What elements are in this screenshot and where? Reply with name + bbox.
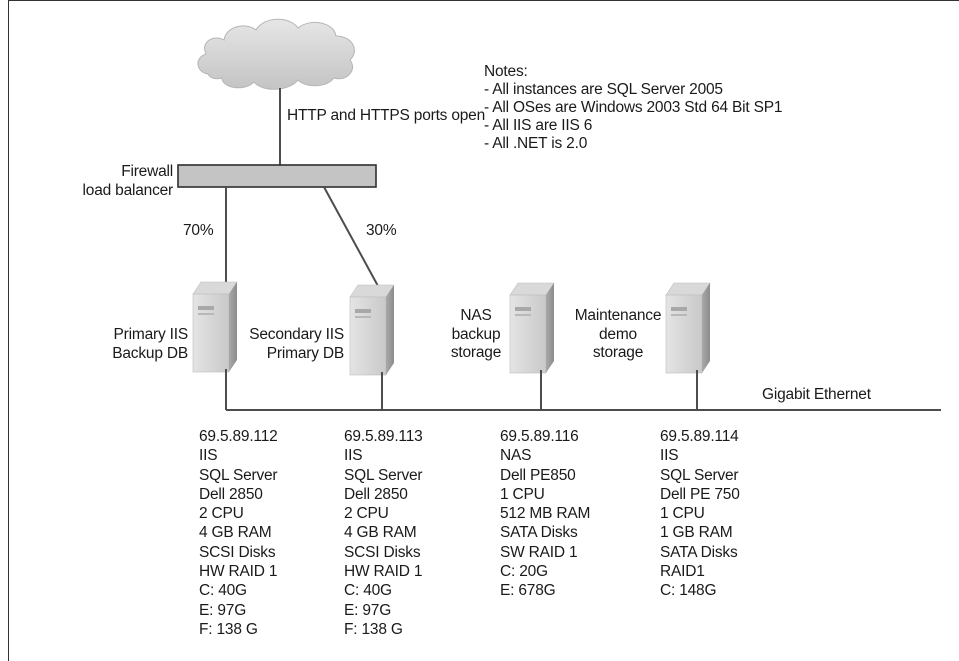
spec-line: E: 97G [199, 601, 247, 619]
spec-line: Dell 2850 [344, 485, 408, 503]
spec-line: HW RAID 1 [344, 563, 423, 581]
spec-line: C: 40G [199, 582, 247, 600]
spec-line: Dell PE850 [500, 466, 576, 484]
server-specs-primary: 69.5.89.112 IIS SQL Server Dell 2850 2 C… [199, 427, 278, 639]
firewall-label-line: Firewall [121, 163, 173, 180]
server-specs-secondary: 69.5.89.113 IIS SQL Server Dell 2850 2 C… [344, 427, 423, 639]
spec-line: 512 MB RAM [500, 505, 591, 523]
server-label-line: Primary IIS [113, 326, 189, 343]
firewall-load-balancer-box [177, 164, 377, 188]
spec-line: 69.5.89.116 [500, 428, 579, 445]
note-item: - All IIS are IIS 6 [484, 117, 593, 134]
network-label: Gigabit Ethernet [762, 386, 871, 403]
server-label-line: Primary DB [266, 344, 344, 362]
server-label-line: storage [450, 344, 502, 361]
spec-line: SQL Server [344, 466, 423, 484]
spec-line: SQL Server [199, 466, 278, 484]
spec-line: 2 CPU [344, 505, 389, 523]
spec-line: 4 GB RAM [344, 524, 417, 542]
server-label-secondary: Secondary IIS Primary DB [204, 326, 344, 363]
spec-line: IIS [344, 447, 363, 465]
spec-line: C: 148G [660, 582, 717, 600]
note-item: - All OSes are Windows 2003 Std 64 Bit S… [484, 99, 783, 116]
spec-line: SATA Disks [500, 524, 578, 542]
spec-line: SCSI Disks [344, 543, 421, 561]
server-specs-maintenance: 69.5.89.114 IIS SQL Server Dell PE 750 1… [660, 427, 740, 601]
spec-line: C: 40G [344, 582, 392, 600]
spec-line: NAS [500, 447, 532, 465]
spec-line: Dell PE 750 [660, 485, 740, 503]
spec-line: SCSI Disks [199, 543, 276, 561]
server-label-line: backup [451, 325, 501, 343]
server-icon-maintenance [665, 282, 711, 374]
spec-line: 69.5.89.112 [199, 428, 278, 445]
spec-line: SQL Server [660, 466, 739, 484]
server-label-maintenance: Maintenance demo storage [570, 307, 666, 363]
internet-label: HTTP and HTTPS ports open [287, 107, 486, 124]
server-label-line: storage [592, 344, 644, 361]
spec-line: 4 GB RAM [199, 524, 272, 542]
spec-line: RAID1 [660, 563, 705, 581]
spec-line: E: 678G [500, 582, 556, 600]
spec-line: 1 CPU [660, 505, 705, 523]
server-label-line: Maintenance [574, 307, 662, 324]
spec-line: F: 138 G [344, 620, 403, 638]
server-label-nas: NAS backup storage [444, 307, 508, 363]
link-secondary-30 [323, 186, 379, 287]
note-item: - All .NET is 2.0 [484, 135, 588, 152]
firewall-label: Firewall load balancer [50, 163, 174, 200]
server-label-line: NAS [460, 307, 492, 324]
server-label-line: Backup DB [112, 344, 188, 362]
spec-line: IIS [660, 447, 679, 465]
server-icon-secondary [349, 284, 395, 376]
notes-title: Notes: [484, 63, 528, 80]
spec-line: SW RAID 1 [500, 543, 578, 561]
spec-line: HW RAID 1 [199, 563, 278, 581]
server-label-line: demo [599, 325, 637, 343]
spec-line: 69.5.89.113 [344, 428, 423, 445]
spec-line: 1 GB RAM [660, 524, 733, 542]
diagram-frame [8, 0, 959, 661]
spec-line: F: 138 G [199, 620, 258, 638]
server-label-primary: Primary IIS Backup DB [60, 326, 188, 363]
traffic-split-primary: 70% [183, 222, 214, 239]
firewall-label-line: load balancer [82, 181, 174, 199]
spec-line: 2 CPU [199, 505, 244, 523]
spec-line: C: 20G [500, 563, 548, 581]
spec-line: Dell 2850 [199, 485, 263, 503]
server-label-line: Secondary IIS [249, 326, 344, 343]
spec-line: IIS [199, 447, 218, 465]
spec-line: SATA Disks [660, 543, 738, 561]
server-icon-nas [509, 282, 555, 374]
note-item: - All instances are SQL Server 2005 [484, 81, 723, 98]
spec-line: E: 97G [344, 601, 392, 619]
traffic-split-secondary: 30% [366, 222, 397, 239]
internet-cloud-icon [197, 18, 355, 90]
spec-line: 69.5.89.114 [660, 428, 739, 445]
server-specs-nas: 69.5.89.116 NAS Dell PE850 1 CPU 512 MB … [500, 427, 590, 601]
spec-line: 1 CPU [500, 485, 545, 503]
